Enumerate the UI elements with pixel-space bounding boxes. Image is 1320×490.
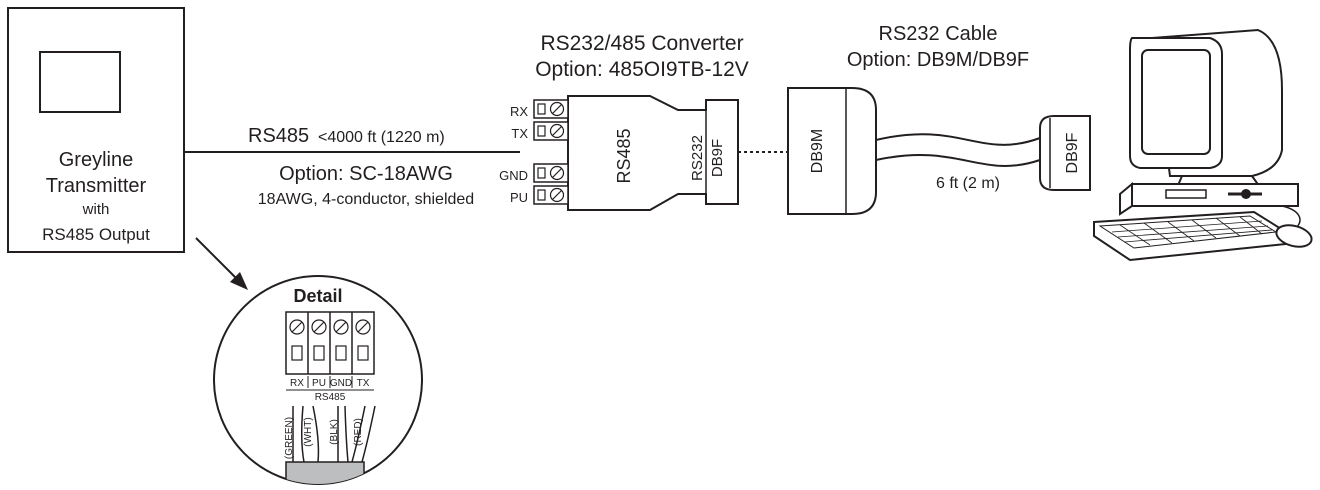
transmitter-name-line1: Greyline: [59, 149, 133, 171]
detail-terminal-label-pu: PU: [312, 378, 326, 389]
db9m-connector-label: DB9M: [809, 129, 826, 173]
detail-pointer-arrow: [195, 237, 248, 290]
detail-view: Detail RX: [213, 275, 423, 485]
detail-group-label: RS485: [315, 392, 346, 403]
rs485-cable: RS485 <4000 ft (1220 m) Option: SC-18AWG…: [184, 125, 520, 208]
detail-wire-label-wht: (WHT): [303, 417, 314, 446]
detail-title: Detail: [293, 286, 342, 306]
converter-option: Option: 485OI9TB-12V: [535, 58, 749, 81]
converter-terminal-label-rx: RX: [510, 104, 528, 119]
transmitter-name-line3: with: [82, 201, 110, 218]
converter-terminal-tx: [533, 121, 569, 141]
detail-wire-slots: [291, 345, 369, 361]
converter-body: [567, 95, 739, 211]
rs232-cable-title: RS232 Cable: [879, 23, 998, 45]
detail-wire-label-green: (GREEN): [284, 417, 295, 459]
transmitter-name-line2: Transmitter: [46, 175, 147, 197]
rs485-cable-length: <4000 ft (1220 m): [318, 129, 445, 146]
rs485-cable-label: RS485: [248, 125, 309, 147]
computer-icon: [1093, 28, 1313, 262]
detail-wire-label-red: (RED): [353, 418, 364, 446]
detail-terminal-label-tx: TX: [357, 378, 370, 389]
converter: RS232/485 Converter Option: 485OI9TB-12V…: [499, 32, 749, 211]
transmitter-display: [39, 51, 121, 113]
converter-port-label-1: RS232: [689, 135, 706, 181]
converter-terminal-label-gnd: GND: [499, 168, 528, 183]
rs485-cable-option: Option: SC-18AWG: [279, 163, 453, 185]
rs232-cable-option: Option: DB9M/DB9F: [847, 49, 1029, 71]
converter-port-label-2: DB9F: [709, 139, 726, 177]
detail-terminal-label-rx: RX: [290, 378, 304, 389]
rs232-cable: RS232 Cable Option: DB9M/DB9F DB9M 6 ft …: [787, 23, 1091, 215]
converter-terminal-label-tx: TX: [511, 126, 528, 141]
detail-terminal-label-gnd: GND: [330, 378, 352, 389]
detail-wire-label-blk: (BLK): [329, 419, 340, 445]
converter-title: RS232/485 Converter: [540, 32, 743, 55]
converter-terminal-rx: [533, 99, 569, 119]
db9f-connector-label: DB9F: [1064, 132, 1081, 173]
db9m-connector: [787, 87, 877, 215]
converter-body-label: RS485: [614, 128, 634, 183]
converter-terminal-label-pu: PU: [510, 190, 528, 205]
detail-screw-icons: [289, 319, 371, 335]
converter-terminal-gnd: [533, 163, 569, 183]
transmitter-name-line4: RS485 Output: [42, 225, 150, 244]
detail-wires: [292, 405, 376, 463]
db9f-connector: [1039, 115, 1091, 191]
rs232-cable-length: 6 ft (2 m): [936, 175, 1000, 192]
converter-terminal-pu: [533, 185, 569, 205]
transmitter-box: Greyline Transmitter with RS485 Output: [7, 7, 185, 253]
rs485-cable-spec: 18AWG, 4-conductor, shielded: [258, 191, 474, 208]
